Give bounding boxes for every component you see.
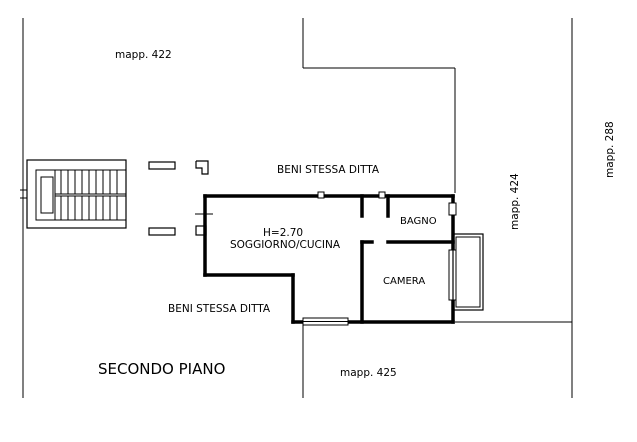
mapp-288-label: mapp. 288 — [604, 121, 616, 178]
mapp-424-label: mapp. 424 — [509, 173, 521, 230]
balcony-pillars — [148, 160, 209, 236]
property-boundaries — [22, 18, 573, 398]
camera-label: CAMERA — [383, 276, 425, 287]
camera-balcony — [452, 233, 484, 311]
height-label: H=2.70 — [263, 227, 303, 239]
floor-title: SECONDO PIANO — [98, 360, 225, 378]
beni-stessa-ditta-bottom-label: BENI STESSA DITTA — [168, 303, 271, 315]
soggiorno-cucina-label: SOGGIORNO/CUCINA — [230, 239, 341, 251]
beni-stessa-ditta-top-label: BENI STESSA DITTA — [277, 164, 380, 176]
mapp-422-label: mapp. 422 — [115, 49, 172, 61]
staircase — [20, 159, 127, 229]
mapp-425-label: mapp. 425 — [340, 367, 397, 379]
bagno-label: BAGNO — [400, 216, 437, 227]
